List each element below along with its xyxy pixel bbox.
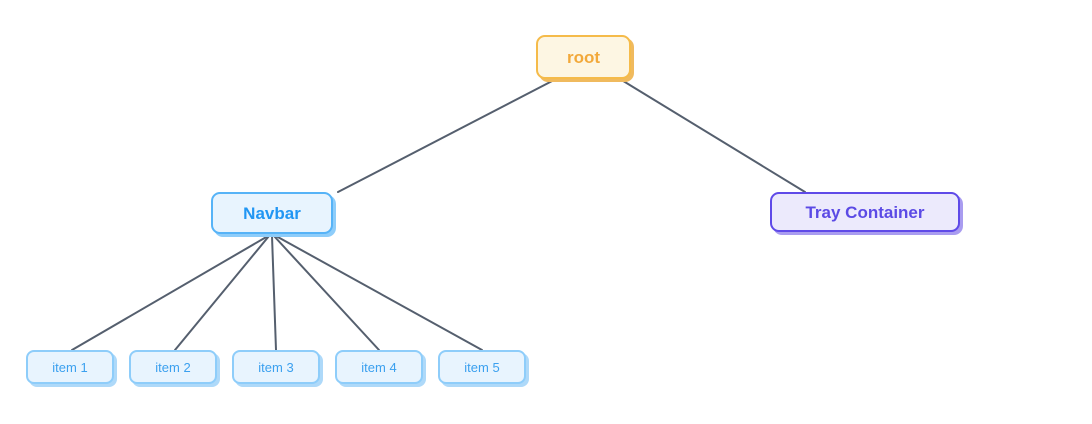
edge-navbar-to-item2 <box>174 235 270 351</box>
node-label-item2: item 2 <box>155 359 191 375</box>
edge-navbar-to-item4 <box>273 235 380 351</box>
edge-root-to-tray <box>619 78 806 193</box>
node-item5[interactable]: item 5 <box>438 350 526 384</box>
node-label-item5: item 5 <box>464 359 500 375</box>
node-label-root: root <box>566 47 601 67</box>
node-item4[interactable]: item 4 <box>335 350 423 384</box>
edge-root-to-navbar <box>337 78 557 193</box>
node-item3[interactable]: item 3 <box>232 350 320 384</box>
node-label-item1: item 1 <box>52 359 88 375</box>
edge-navbar-to-item3 <box>271 235 277 351</box>
edge-navbar-to-item5 <box>275 235 483 351</box>
node-navbar[interactable]: Navbar <box>211 192 333 234</box>
edge-navbar-to-item1 <box>71 235 269 351</box>
node-root[interactable]: root <box>536 35 631 79</box>
node-label-tray: Tray Container <box>805 202 925 222</box>
node-label-item4: item 4 <box>361 359 397 375</box>
node-item2[interactable]: item 2 <box>129 350 217 384</box>
node-item1[interactable]: item 1 <box>26 350 114 384</box>
node-label-navbar: Navbar <box>243 203 301 223</box>
node-tray[interactable]: Tray Container <box>770 192 960 232</box>
node-label-item3: item 3 <box>258 359 294 375</box>
